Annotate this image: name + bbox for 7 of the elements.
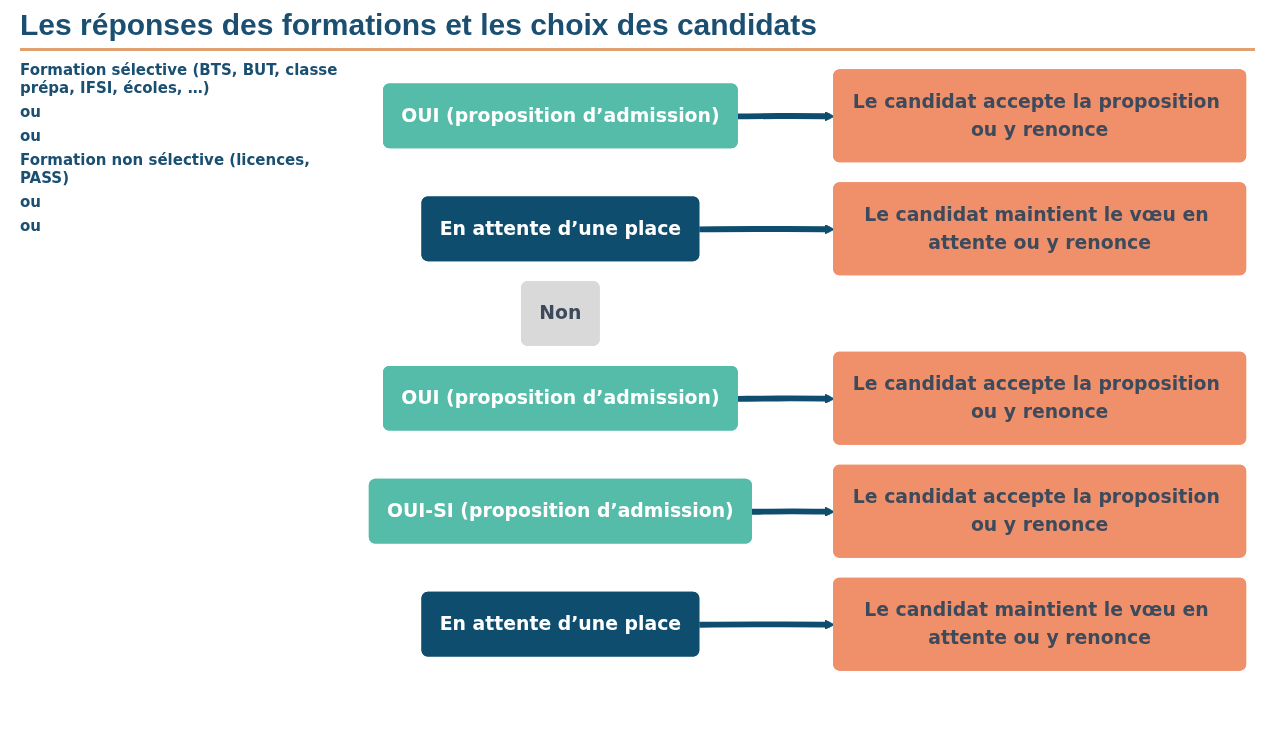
note-text: ou: [20, 103, 42, 121]
note-text: Formation non sélective (licences, PASS): [20, 151, 311, 187]
note-text: ou: [20, 217, 42, 235]
note-text: Formation sélective (BTS, BUT, classe prépa, IFSI, écoles, …): [20, 61, 339, 97]
note-text: ou: [20, 193, 42, 211]
note-text: ou: [20, 127, 42, 145]
title: Les réponses des formations et les choix des candidats: [20, 8, 1255, 51]
